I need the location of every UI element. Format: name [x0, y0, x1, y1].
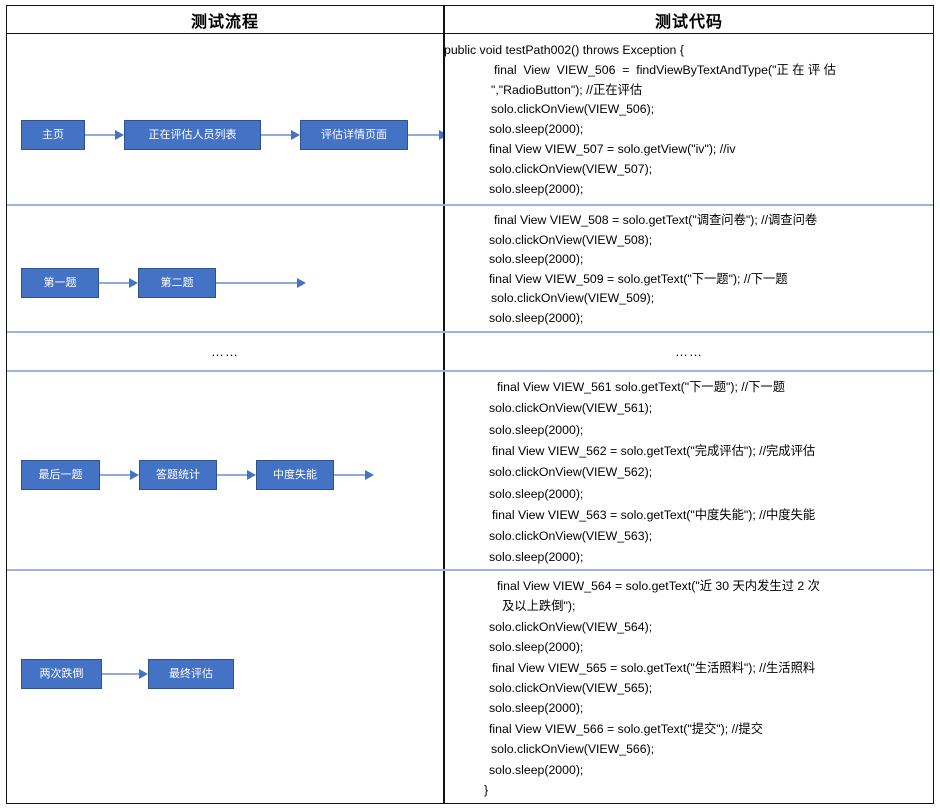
code-line-1-7: solo.clickOnView(VIEW_507); [489, 161, 653, 176]
flow-arrow-3-1 [100, 470, 139, 480]
code-line-3-8: solo.clickOnView(VIEW_563); [489, 529, 653, 544]
code-line-3-9: solo.sleep(2000); [489, 550, 584, 565]
flow-arrow-3-3 [334, 470, 374, 480]
code-line-4-5: final View VIEW_565 = solo.getText("生活照料… [492, 660, 816, 675]
code-line-3-6: solo.sleep(2000); [489, 486, 584, 501]
code-line-2-2: solo.clickOnView(VIEW_508); [489, 232, 653, 247]
code-line-4-1: final View VIEW_564 = solo.getText("近 30… [497, 579, 820, 593]
code-line-3-3: solo.sleep(2000); [489, 422, 584, 437]
flow-cell-ellipsis: …… [211, 344, 239, 359]
row-separator-3 [7, 370, 933, 372]
code-cell-ellipsis: …… [675, 344, 703, 359]
code-line-4-2: 及以上跌倒"); [502, 599, 576, 614]
code-cell-row-4: final View VIEW_561 solo.getText("下一题");… [444, 372, 934, 569]
test-case-table: 测试流程 测试代码 主页 正在评估人员列表 评估详情页面 第一题 第二题 …… 最后一… [6, 5, 934, 804]
code-line-1-1: public void testPath002() throws Excepti… [444, 43, 684, 57]
code-line-4-6: solo.clickOnView(VIEW_565); [489, 681, 653, 695]
flow-node-4-1: 两次跌倒 [21, 659, 102, 689]
code-line-3-5: solo.clickOnView(VIEW_562); [489, 465, 653, 480]
flow-cell-row-2: 第一题 第二题 [7, 206, 443, 331]
code-line-4-9: solo.clickOnView(VIEW_566); [491, 742, 655, 757]
code-line-4-10: solo.sleep(2000); [489, 762, 584, 777]
code-line-1-8: solo.sleep(2000); [489, 181, 584, 196]
code-line-3-7: final View VIEW_563 = solo.getText("中度失能… [492, 507, 816, 522]
flow-node-2-2: 第二题 [138, 268, 216, 298]
code-line-1-2: final View VIEW_506 = findViewByTextAndT… [494, 62, 836, 77]
row-separator-2 [7, 331, 933, 333]
code-line-1-5: solo.sleep(2000); [489, 122, 584, 137]
flow-cell-row-5: 两次跌倒 最终评估 [7, 571, 443, 802]
code-cell-row-1: public void testPath002() throws Excepti… [444, 34, 934, 204]
code-line-4-8: final View VIEW_566 = solo.getText("提交")… [489, 721, 764, 736]
flow-node-4-2: 最终评估 [148, 659, 234, 689]
code-line-2-5: solo.clickOnView(VIEW_509); [491, 291, 655, 306]
code-line-4-7: solo.sleep(2000); [489, 701, 584, 716]
flow-cell-row-4: 最后一题 答题统计 中度失能 [7, 372, 443, 569]
flow-arrow-1-3 [408, 130, 443, 140]
flow-arrow-2-1 [99, 278, 138, 288]
flow-arrow-1-1 [85, 130, 124, 140]
flow-arrow-1-2 [261, 130, 300, 140]
flow-node-3-3: 中度失能 [256, 460, 334, 490]
code-line-3-1: final View VIEW_561 solo.getText("下一题");… [497, 380, 786, 394]
code-cell-row-5: final View VIEW_564 = solo.getText("近 30… [444, 571, 934, 802]
code-line-1-6: final View VIEW_507 = solo.getView("iv")… [489, 142, 736, 156]
code-line-2-6: solo.sleep(2000); [489, 311, 584, 325]
code-line-4-11: } [484, 783, 489, 797]
flow-node-3-2: 答题统计 [139, 460, 217, 490]
flow-node-1-2: 正在评估人员列表 [124, 120, 261, 150]
code-cell-row-2: final View VIEW_508 = solo.getText("调查问卷… [444, 206, 934, 331]
row-separator-1 [7, 204, 933, 206]
flow-arrow-4-1 [102, 669, 148, 679]
header-cell-test-flow: 测试流程 [190, 14, 259, 31]
code-line-2-3: solo.sleep(2000); [489, 252, 584, 267]
flow-node-1-3: 评估详情页面 [300, 120, 408, 150]
code-line-4-4: solo.sleep(2000); [489, 640, 584, 655]
code-line-1-3: ","RadioButton"); //正在评估 [491, 82, 643, 97]
flow-arrow-2-2 [216, 278, 306, 288]
flow-cell-row-1: 主页 正在评估人员列表 评估详情页面 [7, 34, 443, 204]
code-line-3-4: final View VIEW_562 = solo.getText("完成评估… [492, 443, 816, 458]
code-line-1-4: solo.clickOnView(VIEW_506); [491, 102, 655, 117]
flow-arrow-3-2 [217, 470, 256, 480]
code-line-2-1: final View VIEW_508 = solo.getText("调查问卷… [494, 213, 818, 227]
header-cell-test-code: 测试代码 [654, 14, 723, 31]
flow-node-1-1: 主页 [21, 120, 85, 150]
code-line-4-3: solo.clickOnView(VIEW_564); [489, 619, 653, 634]
column-divider [443, 6, 445, 803]
row-separator-4 [7, 569, 933, 571]
code-line-3-2: solo.clickOnView(VIEW_561); [489, 401, 653, 416]
code-line-2-4: final View VIEW_509 = solo.getText("下一题"… [489, 271, 788, 286]
flow-node-2-1: 第一题 [21, 268, 99, 298]
flow-node-3-1: 最后一题 [21, 460, 100, 490]
table-header-row: 测试流程 测试代码 [7, 6, 933, 34]
